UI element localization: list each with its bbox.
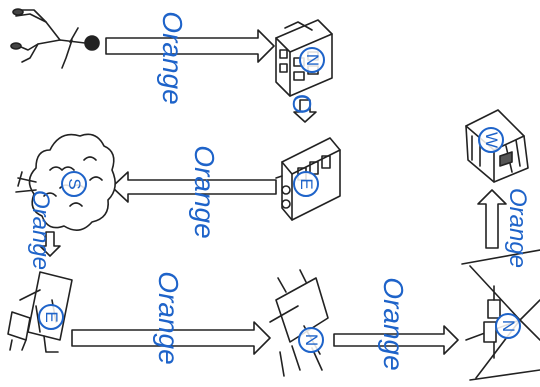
letter-o: O (287, 93, 317, 115)
direction-badge-building: N (299, 47, 325, 73)
direction-badge-bus: E (293, 171, 319, 197)
direction-badge-swing: N (495, 313, 521, 339)
direction-badge-tree: S (61, 171, 87, 197)
direction-badge-gazebo: W (478, 127, 504, 153)
arrow-building-to-bus (293, 99, 317, 123)
direction-badge-table-left: E (38, 304, 64, 330)
direction-badge-table-mid: N (298, 327, 324, 353)
arrow-walker-to-building (105, 29, 275, 63)
picnic-table-mid-icon (269, 269, 329, 377)
arrow-bus-to-tree (111, 171, 277, 203)
path-label-table-to-swing: Orange (378, 277, 409, 371)
arrow-swing-to-gazebo (477, 189, 507, 249)
arrow-tree-to-table (39, 231, 61, 257)
path-label-tree-to-table: Orange (27, 189, 54, 271)
arrow-table-to-table (71, 321, 271, 355)
path-label-table-to-table: Orange (153, 271, 184, 365)
arrow-table-to-swing (333, 325, 459, 355)
path-label-swing-to-gazebo: Orange (504, 187, 531, 269)
path-label-walker-to-building: Orange (157, 11, 188, 105)
path-label-bus-to-tree: Orange (189, 145, 220, 239)
walking-person-icon (10, 8, 100, 69)
